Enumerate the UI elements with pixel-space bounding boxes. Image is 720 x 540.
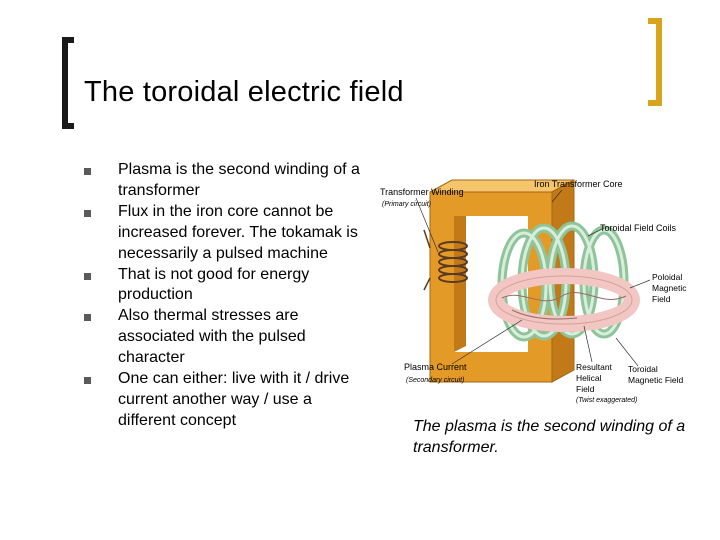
bullet-item: Also thermal stresses are associated wit… bbox=[78, 306, 370, 369]
label-toroidal-field-1: Toroidal bbox=[628, 364, 658, 374]
bullet-list: Plasma is the second winding of a transf… bbox=[78, 160, 370, 432]
label-toroidal-coils: Toroidal Field Coils bbox=[600, 223, 677, 233]
label-poloidal-2: Magnetic bbox=[652, 283, 687, 293]
label-poloidal-3: Field bbox=[652, 294, 671, 304]
bullet-item: That is not good for energy production bbox=[78, 265, 370, 307]
slide-title: The toroidal electric field bbox=[84, 76, 404, 108]
label-toroidal-field-2: Magnetic Field bbox=[628, 375, 684, 385]
bullet-text: Flux in the iron core cannot be increase… bbox=[118, 202, 358, 262]
plasma-torus bbox=[488, 268, 640, 332]
bullet-item: One can either: live with it / drive cur… bbox=[78, 369, 370, 432]
label-primary-circuit: (Primary circuit) bbox=[382, 201, 431, 208]
bullet-marker-icon bbox=[84, 314, 91, 322]
label-iron-core: Iron Transformer Core bbox=[534, 179, 623, 189]
figure-caption: The plasma is the second winding of a tr… bbox=[413, 418, 686, 456]
label-resultant-3: Field bbox=[576, 384, 595, 394]
bullet-text: That is not good for energy production bbox=[118, 265, 310, 304]
bullet-item: Flux in the iron core cannot be increase… bbox=[78, 202, 370, 265]
title-bracket-right bbox=[648, 18, 662, 106]
bullet-marker-icon bbox=[84, 209, 91, 217]
label-secondary-circuit: (Secondary circuit) bbox=[406, 377, 464, 384]
bullet-marker-icon bbox=[84, 168, 91, 175]
label-resultant-1: Resultant bbox=[576, 362, 613, 372]
transformer-winding bbox=[438, 241, 468, 283]
bullet-marker-icon bbox=[84, 377, 91, 385]
label-poloidal-1: Poloidal bbox=[652, 272, 682, 282]
label-transformer-winding: Transformer Winding bbox=[380, 187, 464, 197]
bullet-item: Plasma is the second winding of a transf… bbox=[78, 160, 370, 202]
title-bracket-left bbox=[62, 37, 74, 129]
leader-lines bbox=[415, 189, 651, 367]
bullet-text: Plasma is the second winding of a transf… bbox=[118, 161, 360, 199]
bullet-marker-icon bbox=[84, 272, 91, 280]
label-twist: (Twist exaggerated) bbox=[576, 397, 637, 404]
label-plasma-current: Plasma Current bbox=[404, 362, 467, 372]
bullet-text: One can either: live with it / drive cur… bbox=[118, 370, 350, 429]
bullet-text: Also thermal stresses are associated wit… bbox=[118, 307, 306, 367]
tokamak-transformer-diagram: Transformer Winding (Primary circuit) Ir… bbox=[380, 179, 687, 404]
label-resultant-2: Helical bbox=[576, 373, 602, 383]
